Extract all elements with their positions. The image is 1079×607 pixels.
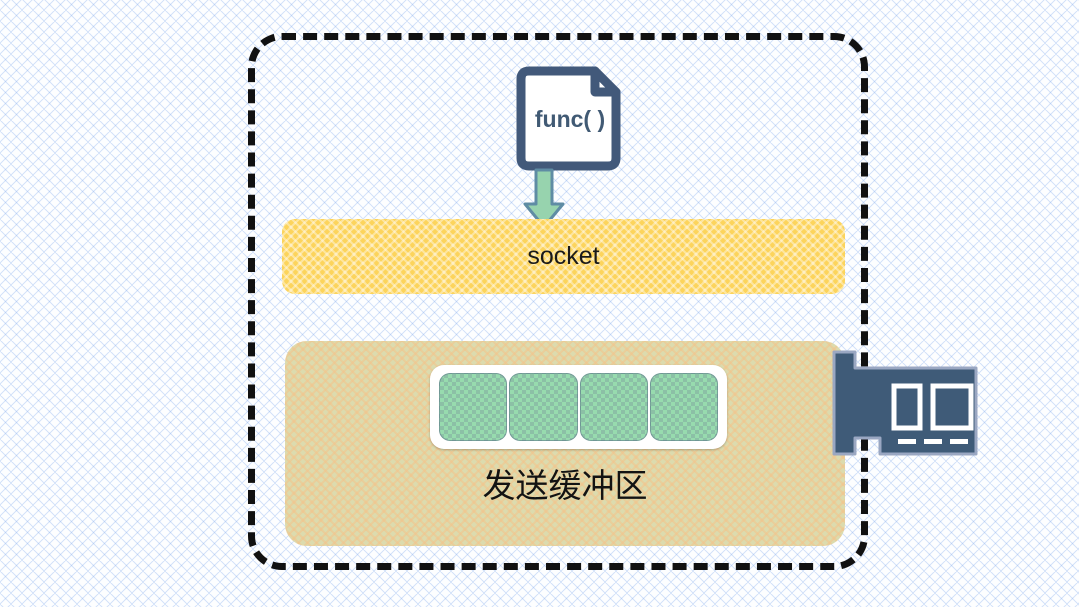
func-document-node[interactable]: func( ) bbox=[515, 62, 625, 172]
network-interface-card-icon bbox=[832, 350, 978, 456]
send-buffer-box[interactable]: 发送缓冲区 bbox=[285, 341, 845, 546]
host-boundary bbox=[248, 33, 868, 570]
nic-port-2 bbox=[930, 383, 974, 431]
packet-cell bbox=[649, 373, 718, 441]
socket-layer[interactable]: socket bbox=[282, 219, 845, 294]
send-buffer-label: 发送缓冲区 bbox=[482, 466, 648, 505]
socket-label: socket bbox=[527, 242, 600, 270]
nic-pin-2 bbox=[924, 439, 942, 444]
packet-cell bbox=[509, 373, 578, 441]
document-icon bbox=[516, 66, 621, 171]
packet-cell bbox=[439, 373, 508, 441]
nic-pin-3 bbox=[950, 439, 968, 444]
packet-cell bbox=[579, 373, 648, 441]
func-document-label: func( ) bbox=[534, 105, 606, 132]
arrow-down-icon bbox=[523, 168, 565, 229]
flow-arrow-down bbox=[522, 168, 566, 230]
packet-queue bbox=[430, 365, 727, 449]
nic-port-1 bbox=[891, 383, 923, 431]
nic-pin-1 bbox=[898, 439, 916, 444]
network-interface-card[interactable] bbox=[828, 346, 1010, 468]
